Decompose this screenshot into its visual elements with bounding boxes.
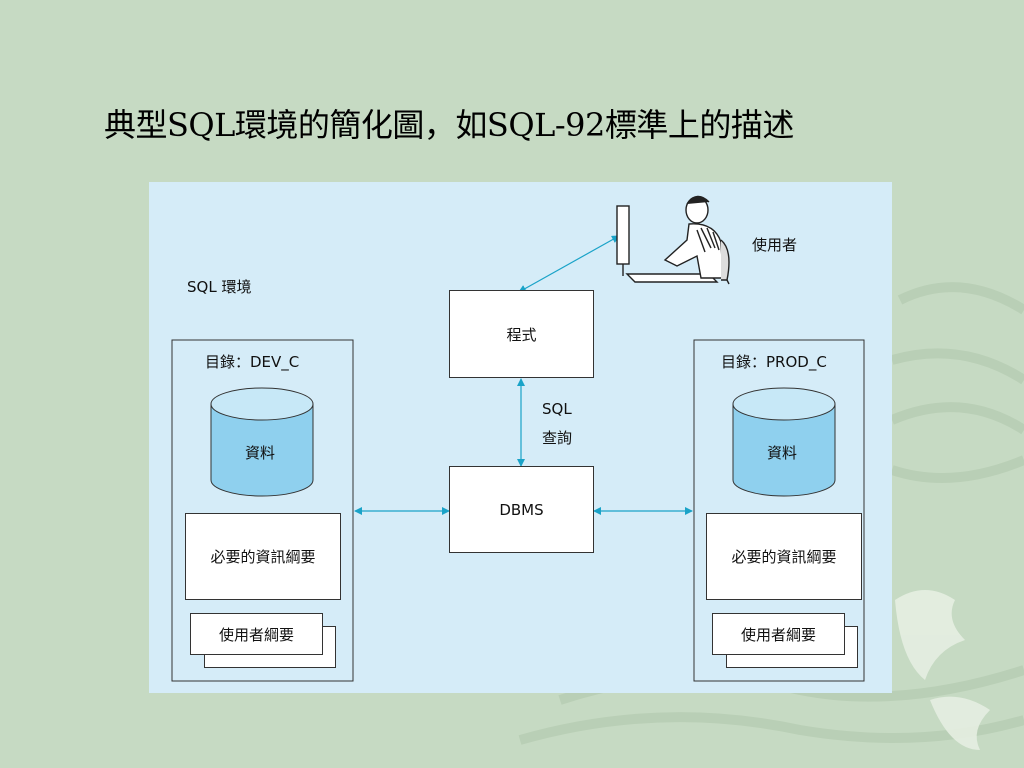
diagram-lines (171, 195, 865, 682)
dbms-box: DBMS (449, 466, 594, 553)
sql-query-label-line1: SQL (542, 400, 572, 418)
diagram-panel: SQL 環境 使用者 程式 SQL 查詢 DBMS 目錄：DEV_C 資料 必要… (149, 182, 892, 693)
program-box: 程式 (449, 290, 594, 378)
left-data-cylinder (210, 387, 314, 497)
right-catalog-title: 目錄：PROD_C (721, 353, 827, 371)
right-user-schema-label: 使用者綱要 (740, 625, 816, 644)
left-info-schema-label: 必要的資訊綱要 (210, 548, 316, 566)
left-user-schema-label: 使用者綱要 (218, 625, 294, 644)
user-program-arrow (518, 235, 620, 293)
dbms-label: DBMS (499, 500, 544, 519)
right-info-schema-box: 必要的資訊綱要 (706, 513, 862, 600)
right-user-schema-box: 使用者綱要 (712, 613, 845, 655)
left-user-schema-box: 使用者綱要 (190, 613, 323, 655)
left-catalog-frame (171, 339, 354, 682)
slide-title: 典型SQL環境的簡化圖，如SQL-92標準上的描述 (104, 106, 794, 144)
left-catalog-title: 目錄：DEV_C (205, 353, 300, 371)
left-info-schema-box: 必要的資訊綱要 (185, 513, 341, 600)
sql-query-label-line2: 查詢 (542, 429, 573, 447)
user-label: 使用者 (752, 236, 798, 254)
right-data-cylinder (732, 387, 836, 497)
right-data-label: 資料 (767, 444, 798, 462)
right-catalog-frame (693, 339, 865, 682)
program-label: 程式 (506, 325, 537, 344)
right-info-schema-label: 必要的資訊綱要 (731, 548, 837, 566)
user-icon (616, 195, 730, 285)
sql-environment-label: SQL 環境 (187, 278, 252, 296)
left-data-label: 資料 (245, 444, 276, 462)
